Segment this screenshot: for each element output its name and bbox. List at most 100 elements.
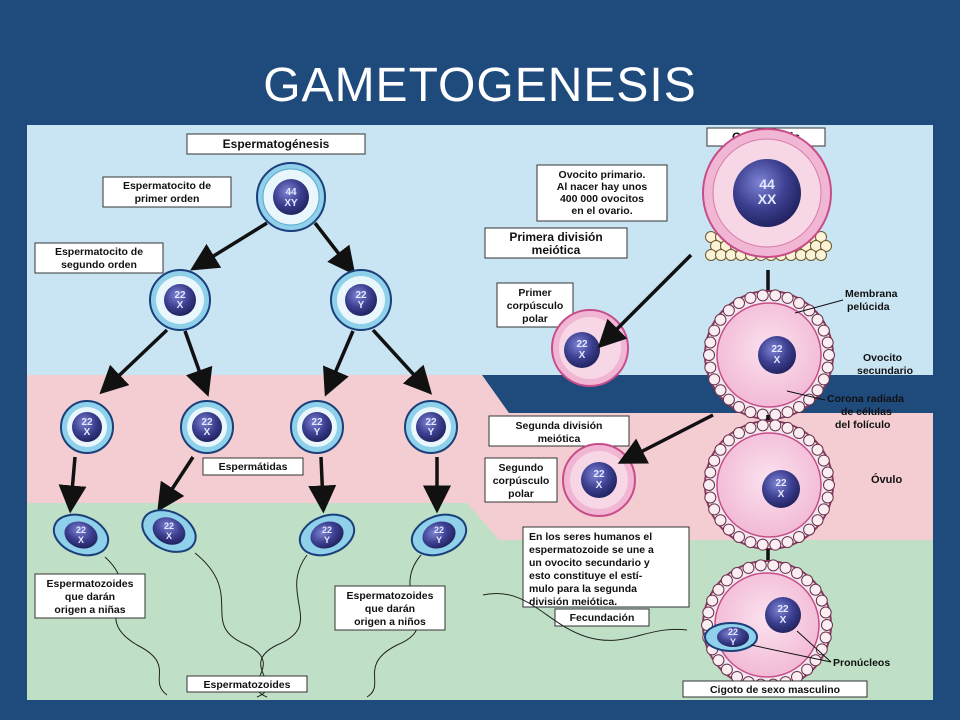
sperm-box	[186, 675, 308, 693]
corona-cell	[733, 427, 745, 440]
corona-cell	[708, 503, 721, 516]
corona-cell	[781, 406, 794, 419]
follicle-cell	[725, 249, 737, 261]
follicle-cell	[815, 249, 827, 261]
corona-cell	[767, 559, 780, 572]
corona-cell	[809, 654, 822, 667]
pointer-line	[794, 299, 844, 314]
corona-cell	[823, 479, 835, 491]
corona-cell	[769, 419, 782, 432]
svg-text:Y: Y	[436, 535, 442, 545]
first-polar-body: 22 X	[551, 309, 629, 387]
svg-text:22: 22	[775, 478, 787, 489]
corona-cell	[793, 530, 805, 543]
corona-cell	[703, 349, 715, 361]
svg-text:22: 22	[434, 525, 444, 535]
corona-cell	[756, 419, 769, 432]
ovum-label: Óvulo	[871, 473, 902, 486]
corona-cell	[714, 313, 727, 326]
arrow	[190, 221, 268, 271]
second-polar-body: 22 X	[562, 443, 636, 517]
corona-cell	[722, 523, 735, 536]
svg-text:22: 22	[174, 290, 186, 301]
corona-cell	[811, 384, 824, 397]
corona-cell	[817, 503, 830, 516]
svg-text:22: 22	[164, 521, 174, 531]
corona-cell	[821, 491, 834, 504]
corona-cell	[731, 567, 743, 580]
corona-cell	[803, 434, 816, 447]
corona-cell	[769, 289, 782, 302]
svg-text:22: 22	[728, 627, 738, 637]
sperm-x-2: 22 X	[141, 509, 268, 698]
primary-spermatocyte-cell: 44 XY	[256, 162, 326, 232]
secondary-oocyte-label-1: Ovocito	[863, 352, 902, 364]
svg-text:22: 22	[576, 339, 588, 350]
secondary-spermatocyte-label-1: Espermatocito de	[55, 246, 143, 258]
fertilization-note-1: En los seres humanos el	[529, 531, 652, 543]
svg-text:X: X	[177, 300, 184, 311]
sperm-label: Espermatozoides	[204, 679, 291, 691]
membrane-label-2: pelúcida	[847, 301, 890, 313]
spermatid-y-1: 22 Y	[290, 400, 344, 454]
first-polar-label-2: corpúsculo	[507, 300, 564, 312]
arrow	[617, 413, 714, 464]
sperm-y-1: 22 Y	[256, 513, 356, 698]
spermatids-box	[202, 457, 304, 476]
spermatid-x-2: 22 X	[180, 400, 234, 454]
membrane-label-1: Membrana	[845, 288, 898, 300]
fertilization-box	[554, 608, 650, 627]
arrow	[323, 330, 355, 397]
sperm-boys-box	[334, 585, 446, 631]
pointer-line	[786, 390, 826, 401]
svg-text:X: X	[778, 489, 785, 500]
corona-cell	[821, 336, 834, 349]
secondary-oocyte-cell: 22 X	[703, 289, 835, 421]
svg-text:22: 22	[355, 290, 367, 301]
spermatids-label: Espermátidas	[219, 461, 288, 473]
corona-cell	[706, 594, 719, 607]
arrow	[313, 221, 356, 276]
corona-cell	[708, 373, 721, 386]
corona-cell	[704, 466, 717, 479]
first-meiotic-box	[484, 227, 628, 259]
follicle-cell	[795, 249, 807, 261]
corona-cell	[722, 434, 735, 447]
fertilization-note-box	[522, 526, 690, 608]
spermatogenesis-label: Espermatogénesis	[223, 137, 330, 151]
corona-cell	[742, 561, 755, 574]
zygote-box	[682, 680, 868, 698]
arrow	[308, 456, 337, 514]
sperm-y-2: 22 Y	[366, 513, 468, 698]
corona-cell	[815, 594, 828, 607]
secondary-oocyte-label-2: secundario	[857, 365, 913, 377]
corona-cell	[811, 514, 824, 527]
corona-cell	[722, 304, 735, 317]
fertilization-note-6: división meiótica.	[529, 596, 617, 608]
arrow	[597, 253, 693, 349]
corona-cell	[811, 443, 824, 456]
fertilization-note-3: un ovocito secundario y	[529, 557, 650, 569]
corona-cell	[809, 583, 822, 596]
svg-text:X: X	[204, 427, 211, 438]
zygote-cell: 22 X 22 Y	[701, 559, 833, 691]
svg-text:X: X	[579, 350, 586, 361]
svg-text:Y: Y	[428, 427, 435, 438]
sperm-boys-label-1: Espermatozoides	[347, 590, 434, 602]
secondary-spermatocyte-box	[34, 242, 164, 274]
svg-text:22: 22	[425, 417, 437, 428]
corona-cell	[815, 643, 828, 656]
sperm-boys-label-2: que darán	[365, 603, 415, 615]
corona-cell	[817, 324, 830, 337]
corona-cell	[811, 313, 824, 326]
slide-title: GAMETOGENESIS	[263, 59, 697, 112]
corona-cell	[817, 454, 830, 467]
spermatid-y-2: 22 Y	[404, 400, 458, 454]
sperm-girls-label-3: origen a niñas	[54, 604, 125, 616]
corona-cells	[703, 289, 835, 421]
spermatid-x-1: 22 X	[60, 400, 114, 454]
sperm-girls-label-2: que darán	[65, 591, 115, 603]
corona-cell	[793, 297, 805, 310]
second-polar-label-2: corpúsculo	[493, 475, 550, 487]
arrow	[99, 328, 169, 395]
